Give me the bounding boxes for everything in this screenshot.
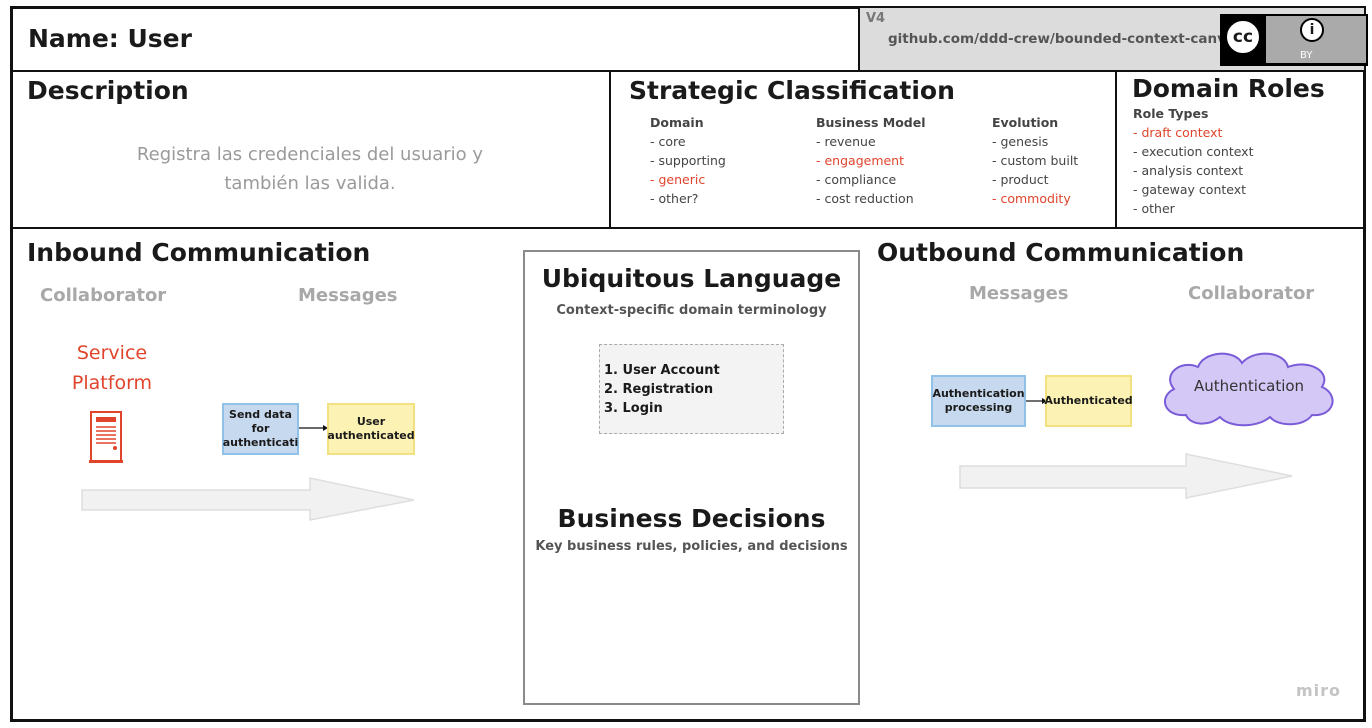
center-panel [523,250,860,705]
business-decisions-title: Business Decisions [557,504,826,533]
term-item: 1. User Account [604,363,720,378]
inbound-collaborator-name: Service Platform [52,338,172,398]
canvas-frame [10,6,1366,722]
evolution-item-selected: - commodity [992,191,1071,206]
authentication-cloud-shape [1163,352,1334,427]
outbound-collaborator-authentication[interactable]: Authentication [1193,377,1305,395]
strategic-business-model-column: Business Model - revenue - engagement - … [816,113,926,208]
divider-strategic [1115,70,1117,228]
description-title: Description [27,76,189,105]
evolution-item: - custom built [992,153,1079,168]
ubiquitous-terms-box[interactable]: 1. User Account 2. Registration 3. Login [599,344,784,434]
outbound-collaborator-header: Collaborator [1188,283,1315,304]
send-data-line-3: authenticati [222,436,299,449]
domain-item: - other? [650,191,699,206]
inbound-connector-arrow [299,425,328,431]
domain-header: Domain [650,115,704,130]
description-line-1: Registra las credenciales del usuario y [136,144,484,165]
context-name: Name: User [28,24,192,53]
strategic-evolution-column: Evolution - genesis - custom built - pro… [992,113,1078,208]
inbound-collaborator-header: Collaborator [40,285,167,306]
server-icon [88,410,126,469]
business-model-header: Business Model [816,115,926,130]
cc-icon: cc [1224,18,1262,56]
business-model-item: - revenue [816,134,876,149]
middle-bottom-line [12,227,1366,229]
by-label: BY [1300,50,1313,61]
outbound-message-authentication-processing[interactable]: Authentication processing [931,375,1026,427]
description-text: Registra las credenciales del usuario y … [60,140,560,198]
role-item: - analysis context [1133,163,1244,178]
inbound-flow-arrow [81,477,415,521]
role-item-selected: - draft context [1133,125,1223,140]
term-item: 3. Login [604,401,663,416]
ubiquitous-title: Ubiquitous Language [541,264,842,293]
outbound-flow-arrow [959,453,1293,499]
business-model-item-selected: - engagement [816,153,905,168]
user-authenticated-line-2: authenticated [327,429,415,442]
inbound-message-send-data[interactable]: Send data for authenticati [222,403,299,455]
domain-item: - supporting [650,153,726,168]
role-types-header: Role Types [1133,106,1209,121]
cc-text: cc [1232,27,1254,47]
outbound-message-authenticated[interactable]: Authenticated [1044,375,1133,427]
version-label: V4 [866,11,886,26]
inbound-messages-header: Messages [298,285,398,306]
term-item: 2. Registration [604,382,714,397]
domain-item: - core [650,134,686,149]
header-bottom-line [12,70,1366,72]
role-item: - other [1133,201,1175,216]
evolution-item: - product [992,172,1049,187]
domain-roles-title: Domain Roles [1132,74,1325,103]
evolution-header: Evolution [992,115,1059,130]
business-decisions-subtitle: Key business rules, policies, and decisi… [535,539,848,554]
user-authenticated-line-1: User [356,415,386,428]
attribution-icon: i [1300,18,1324,42]
domain-roles-list: Role Types - draft context - execution c… [1133,104,1253,218]
inbound-message-user-authenticated[interactable]: User authenticated [327,403,415,455]
role-item: - gateway context [1133,182,1247,197]
domain-item-selected: - generic [650,172,706,187]
cc-by-license-badge: cc i BY [1220,14,1368,66]
auth-processing-line-2: processing [944,401,1013,414]
inbound-title: Inbound Communication [27,238,371,267]
role-item: - execution context [1133,144,1254,159]
business-model-item: - cost reduction [816,191,914,206]
header-divider [858,8,860,71]
strategic-title: Strategic Classification [629,76,955,105]
outbound-title: Outbound Communication [877,238,1245,267]
outbound-messages-header: Messages [969,283,1069,304]
miro-watermark: miro [1296,681,1342,700]
collaborator-line-2: Platform [71,372,153,394]
evolution-item: - genesis [992,134,1049,149]
collaborator-line-1: Service [76,342,148,364]
strategic-domain-column: Domain - core - supporting - generic - o… [650,113,726,208]
auth-processing-line-1: Authentication [932,387,1025,400]
business-model-item: - compliance [816,172,897,187]
github-link[interactable]: github.com/ddd-crew/bounded-context-canv… [888,31,1220,47]
send-data-line-2: for [251,422,270,435]
send-data-line-1: Send data [229,408,292,421]
description-line-2: también las valida. [224,173,396,194]
outbound-connector-arrow [1026,398,1047,404]
divider-description [609,70,611,228]
ubiquitous-subtitle: Context-specific domain terminology [556,303,827,318]
